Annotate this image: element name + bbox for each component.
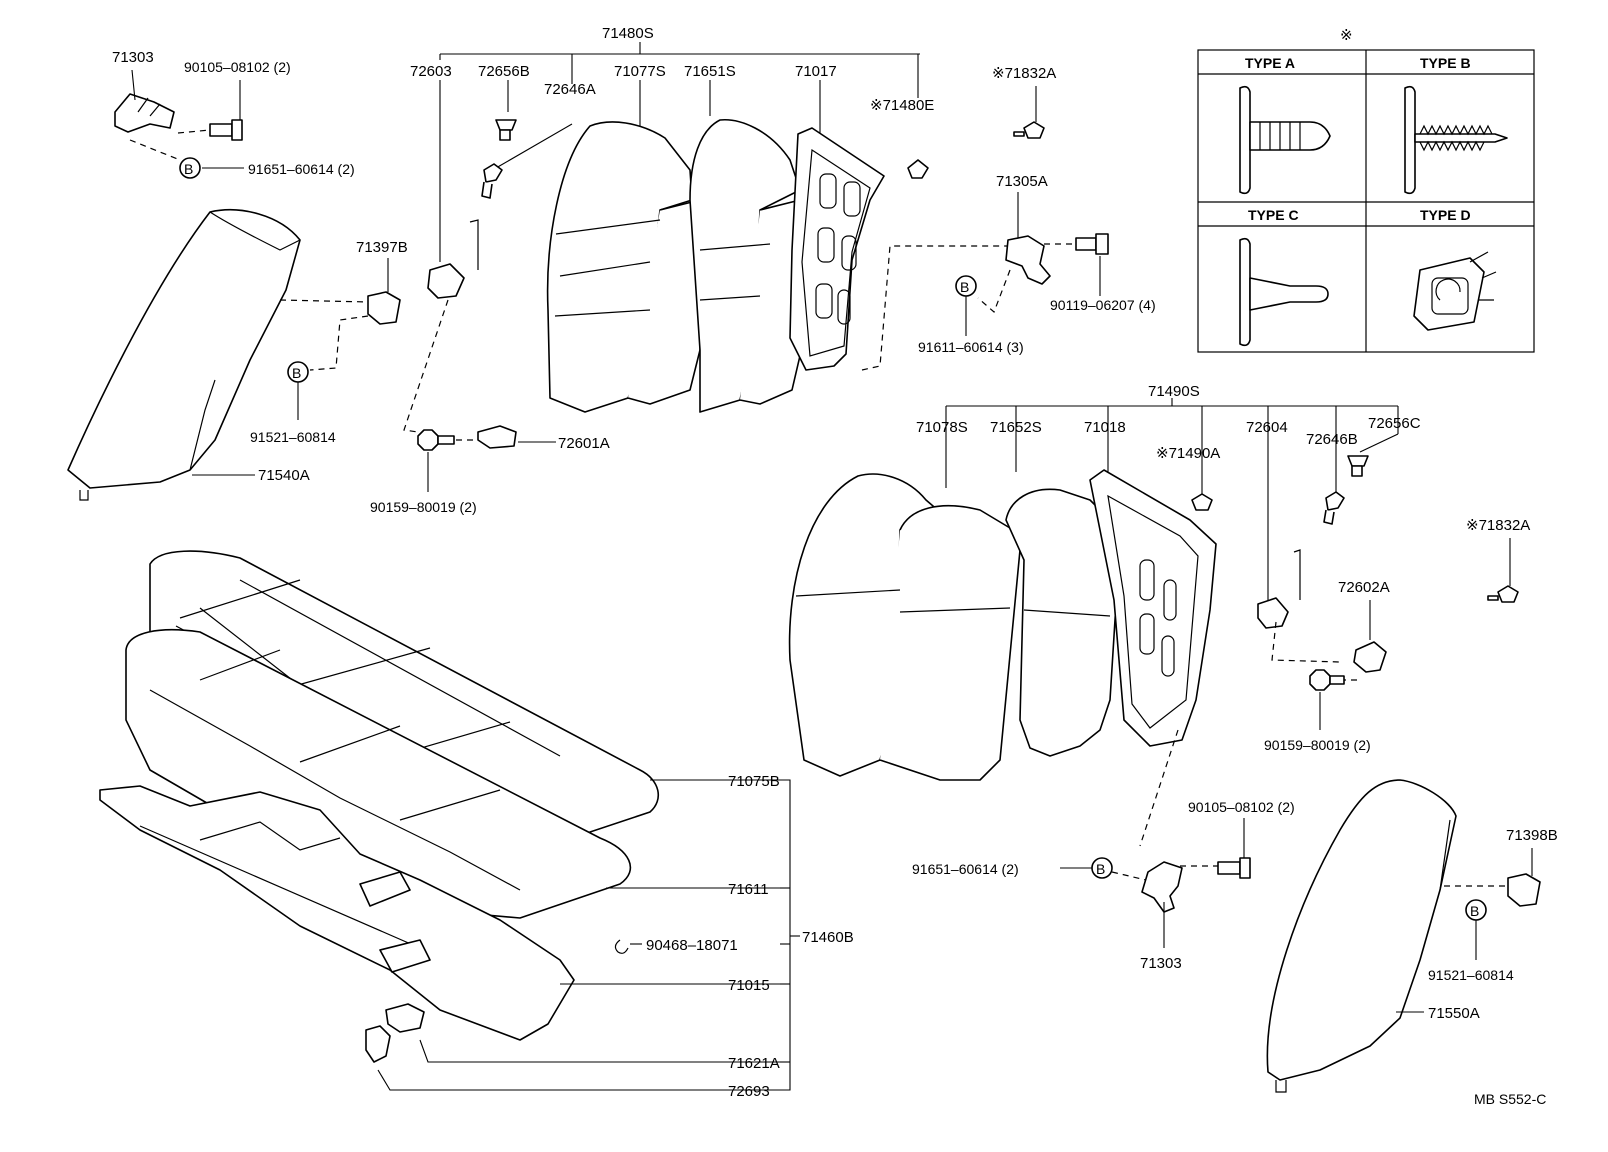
label-72656b: 72656B [478,63,530,80]
legend-type-a: TYPE A [1245,55,1295,71]
bracket-71621a [385,1003,425,1033]
bolt-mark-b-1: B [184,161,193,177]
clip-71480e [907,159,929,179]
clip-72646b [1323,491,1345,525]
label-91611: 91611–60614 (3) [918,339,1024,355]
label-72603: 72603 [410,63,452,80]
label-71305a: 71305A [996,173,1048,190]
label-71611: 71611 [728,881,769,898]
label-72646b: 72646B [1306,431,1358,448]
label-71017: 71017 [795,63,837,80]
seatback-frame-71017 [789,127,885,371]
bracket-72601a [477,425,517,449]
clip-72646a [481,163,503,199]
label-72646a: 72646A [544,81,596,98]
seatback-frame-71018 [1089,469,1217,747]
label-72656c: 72656C [1368,415,1421,432]
clip-90468-icon [614,939,629,954]
seatback-cover-71077s [546,121,711,413]
label-71015: 71015 [728,977,770,994]
label-71550a: 71550A [1428,1005,1480,1022]
label-71078s: 71078S [916,419,968,436]
hinge-71305a [1005,235,1051,285]
type-c-clip-icon [1239,237,1329,347]
label-71480e: ※71480E [870,97,934,114]
legend-type-d: TYPE D [1420,207,1471,223]
bolt-mark-b-3: B [960,279,969,295]
hinge-bracket-71303-top [114,69,175,133]
clip-71398b [1507,873,1541,907]
legend-type-c: TYPE C [1248,207,1299,223]
hinge-bracket-71303-bottom [1141,861,1183,913]
bolt-90105-top [209,80,243,141]
label-71480s: 71480S [602,25,654,42]
bolt-90119 [1075,233,1109,255]
label-71490s: 71490S [1148,383,1200,400]
latch-72603 [427,219,479,299]
label-71075b: 71075B [728,773,780,790]
bolt-mark-b-top: B [179,157,201,179]
clip-71832a-right [1487,585,1519,603]
bolt-mark-b-right: B [1465,899,1487,921]
bolt-mark-b-bottom: B [1091,857,1113,879]
label-72693: 72693 [728,1083,770,1100]
label-71303-top: 71303 [112,49,154,66]
bolt-mark-b-4: B [1096,861,1105,877]
clip-71832a-top [1013,121,1045,139]
pin-72656c [1347,455,1369,477]
clip-71397b [367,258,401,325]
legend-type-b: TYPE B [1420,55,1471,71]
bolt-90159-right [1309,669,1345,691]
label-90159-left: 90159–80019 (2) [370,499,477,515]
label-71397b: 71397B [356,239,408,256]
side-seatback-71540a [67,209,301,501]
label-91651-bottom: 91651–60614 (2) [912,861,1019,877]
seatback-pad-71652s [1005,488,1121,757]
label-91651-top: 91651–60614 (2) [248,161,355,177]
label-91521-left: 91521–60814 [250,429,336,445]
legend-mark: ※ [1340,27,1353,44]
label-90105-top: 90105–08102 (2) [184,59,291,75]
label-71621a: 71621A [728,1055,780,1072]
label-71490a: ※71490A [1156,445,1220,462]
label-71460b: 71460B [802,929,854,946]
label-90159-right: 90159–80019 (2) [1264,737,1371,753]
bolt-mark-b-mid: B [955,275,977,297]
pin-72656b [495,119,517,141]
label-72601a: 72601A [558,435,610,452]
label-71832a-top: ※71832A [992,65,1056,82]
label-72602a: 72602A [1338,579,1390,596]
bracket-72602a [1353,641,1387,673]
latch-72604 [1257,549,1301,629]
label-72604: 72604 [1246,419,1288,436]
diagram-code: MB S552-C [1474,1091,1546,1107]
type-d-clip-icon [1413,251,1497,331]
group-bracket-71460b [780,779,800,1091]
seatback-cover-71078s [788,473,1021,781]
label-71077s: 71077S [614,63,666,80]
label-71398b: 71398B [1506,827,1558,844]
label-90105-bottom: 90105–08102 (2) [1188,799,1295,815]
type-a-clip-icon [1239,85,1331,195]
clip-71490a [1191,493,1213,511]
label-71540a: 71540A [258,467,310,484]
bolt-mark-b-2: B [292,365,301,381]
label-71018: 71018 [1084,419,1126,436]
label-71303-bottom: 71303 [1140,955,1182,972]
hook-72693 [365,1025,391,1063]
bolt-mark-b-left: B [287,361,309,383]
label-90119: 90119–06207 (4) [1050,297,1156,313]
label-71651s: 71651S [684,63,736,80]
fastener-type-legend: ※ TYPE A TYPE B TYPE C TYPE D [1197,27,1535,353]
side-seatback-71550a [1266,779,1457,1093]
type-b-clip-icon [1404,85,1508,195]
label-90468: 90468–18071 [646,937,738,954]
label-71832a-right: ※71832A [1466,517,1530,534]
bolt-90159-left [417,429,455,451]
bolt-90105-bottom [1217,857,1251,879]
bolt-mark-b-5: B [1470,903,1479,919]
label-91521-right: 91521–60814 [1428,967,1514,983]
seat-cushion-frame-71015 [99,785,575,1041]
